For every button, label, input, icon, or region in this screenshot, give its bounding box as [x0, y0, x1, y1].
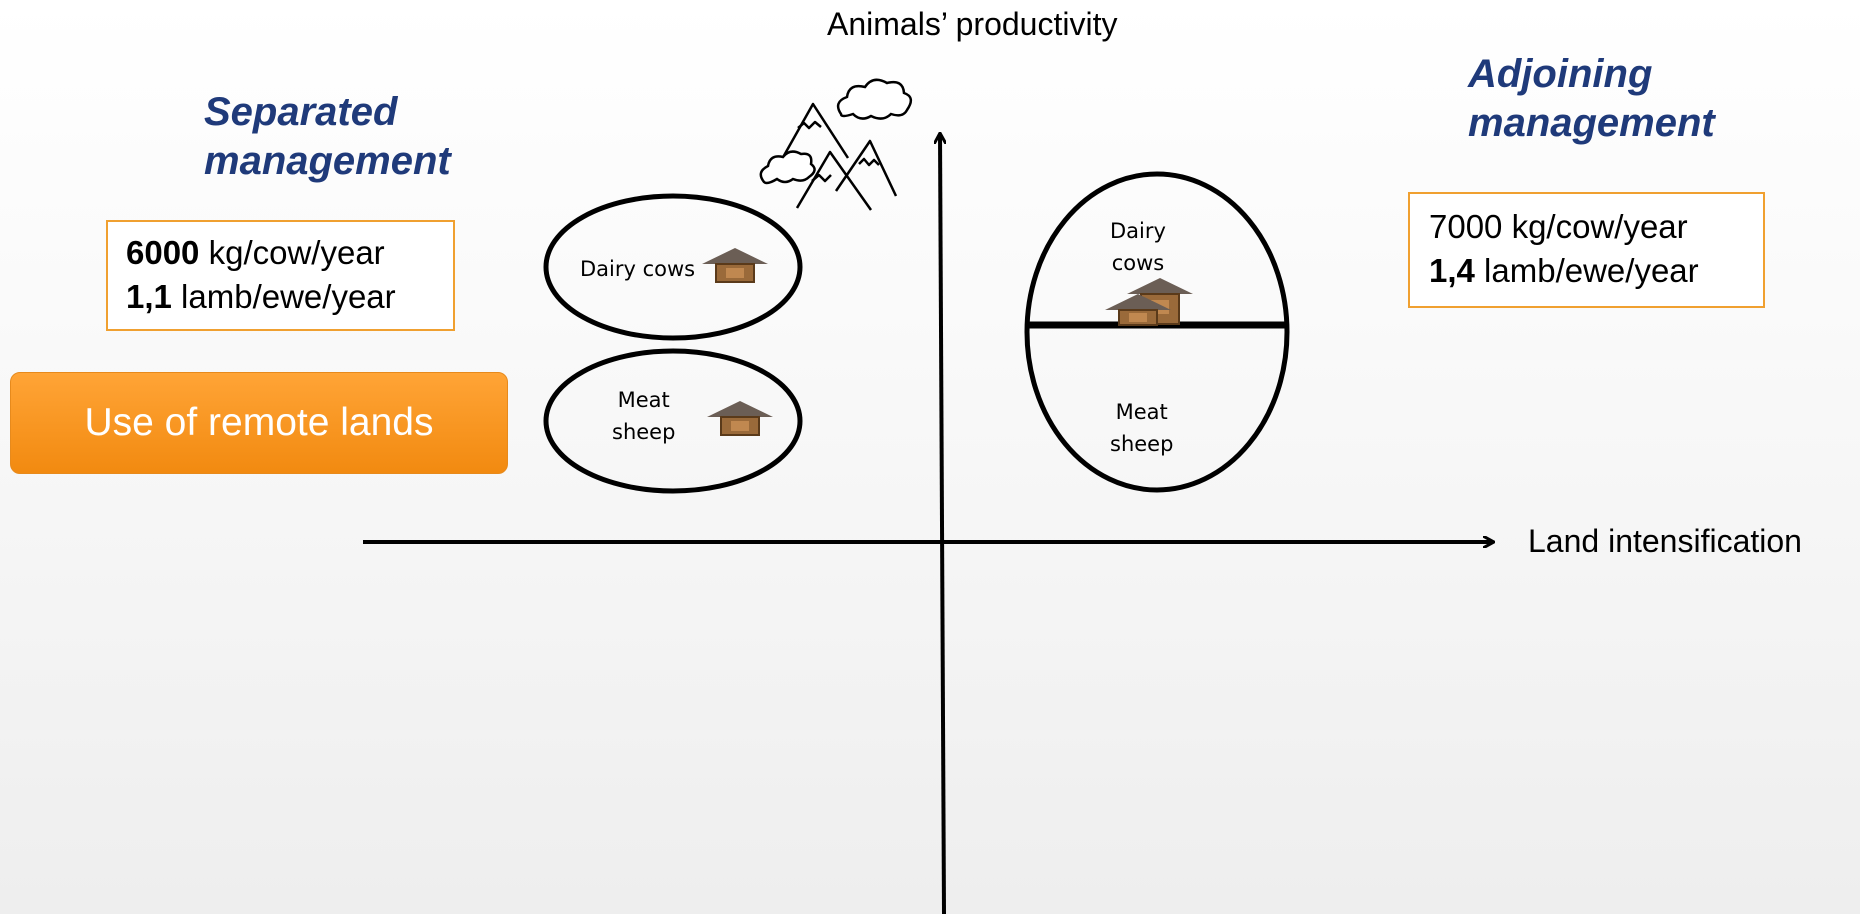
separated-lamb-stat: 1,1 lamb/ewe/year: [126, 275, 453, 319]
barn-icon: [707, 401, 773, 436]
separated-lamb-unit: lamb/ewe/year: [171, 278, 396, 315]
adjoining-dairy-line2: cows: [1111, 251, 1165, 275]
separated-milk-value: 6000: [126, 234, 200, 271]
separated-sheep-line1: Meat: [617, 388, 670, 412]
y-axis-label: Animals’ productivity: [827, 6, 1118, 42]
remote-lands-label: Use of remote lands: [84, 401, 434, 444]
separated-stats-box: 6000 kg/cow/year 1,1 lamb/ewe/year: [106, 220, 455, 331]
x-axis-label: Land intensification: [1528, 523, 1802, 559]
adjoining-stats-box: 7000 kg/cow/year 1,4 lamb/ewe/year: [1408, 192, 1765, 308]
separated-dairy-label: Dairy cows: [580, 257, 696, 281]
adjoining-sheep-line2: sheep: [1110, 432, 1174, 456]
separated-milk-unit: kg/cow/year: [199, 234, 385, 271]
separated-milk-stat: 6000 kg/cow/year: [126, 231, 453, 275]
separated-sheep-label: Meat sheep: [612, 384, 675, 448]
adjoining-sheep-line1: Meat: [1115, 400, 1168, 424]
barn-icon: [1105, 294, 1171, 326]
adjoining-dairy-label: Dairy cows: [1110, 215, 1166, 279]
adjoining-lamb-value: 1,4: [1429, 252, 1475, 289]
separated-sheep-line2: sheep: [612, 420, 676, 444]
separated-management-title: Separated management: [204, 88, 451, 186]
adjoining-lamb-unit: lamb/ewe/year: [1474, 252, 1699, 289]
adjoining-oval: [1024, 171, 1290, 493]
adjoining-lamb-stat: 1,4 lamb/ewe/year: [1429, 249, 1763, 293]
adjoining-management-title: Adjoining management: [1468, 50, 1715, 148]
separated-title-line2: management: [204, 139, 451, 183]
separated-title-line1: Separated: [204, 90, 398, 134]
adjoining-milk-stat: 7000 kg/cow/year: [1429, 208, 1688, 245]
remote-lands-button[interactable]: Use of remote lands: [10, 372, 508, 474]
separated-dairy-oval: [543, 193, 803, 341]
y-axis: [940, 134, 944, 914]
cloud-icon: [759, 150, 816, 185]
separated-sheep-oval: [543, 348, 803, 494]
separated-lamb-value: 1,1: [126, 278, 172, 315]
cloud-icon: [836, 78, 913, 120]
adjoining-title-line1: Adjoining: [1468, 52, 1653, 96]
adjoining-dairy-line1: Dairy: [1110, 219, 1166, 243]
barn-icon: [702, 248, 768, 283]
adjoining-sheep-label: Meat sheep: [1110, 396, 1173, 460]
mountains-icon: [775, 102, 898, 211]
adjoining-title-line2: management: [1468, 101, 1715, 145]
